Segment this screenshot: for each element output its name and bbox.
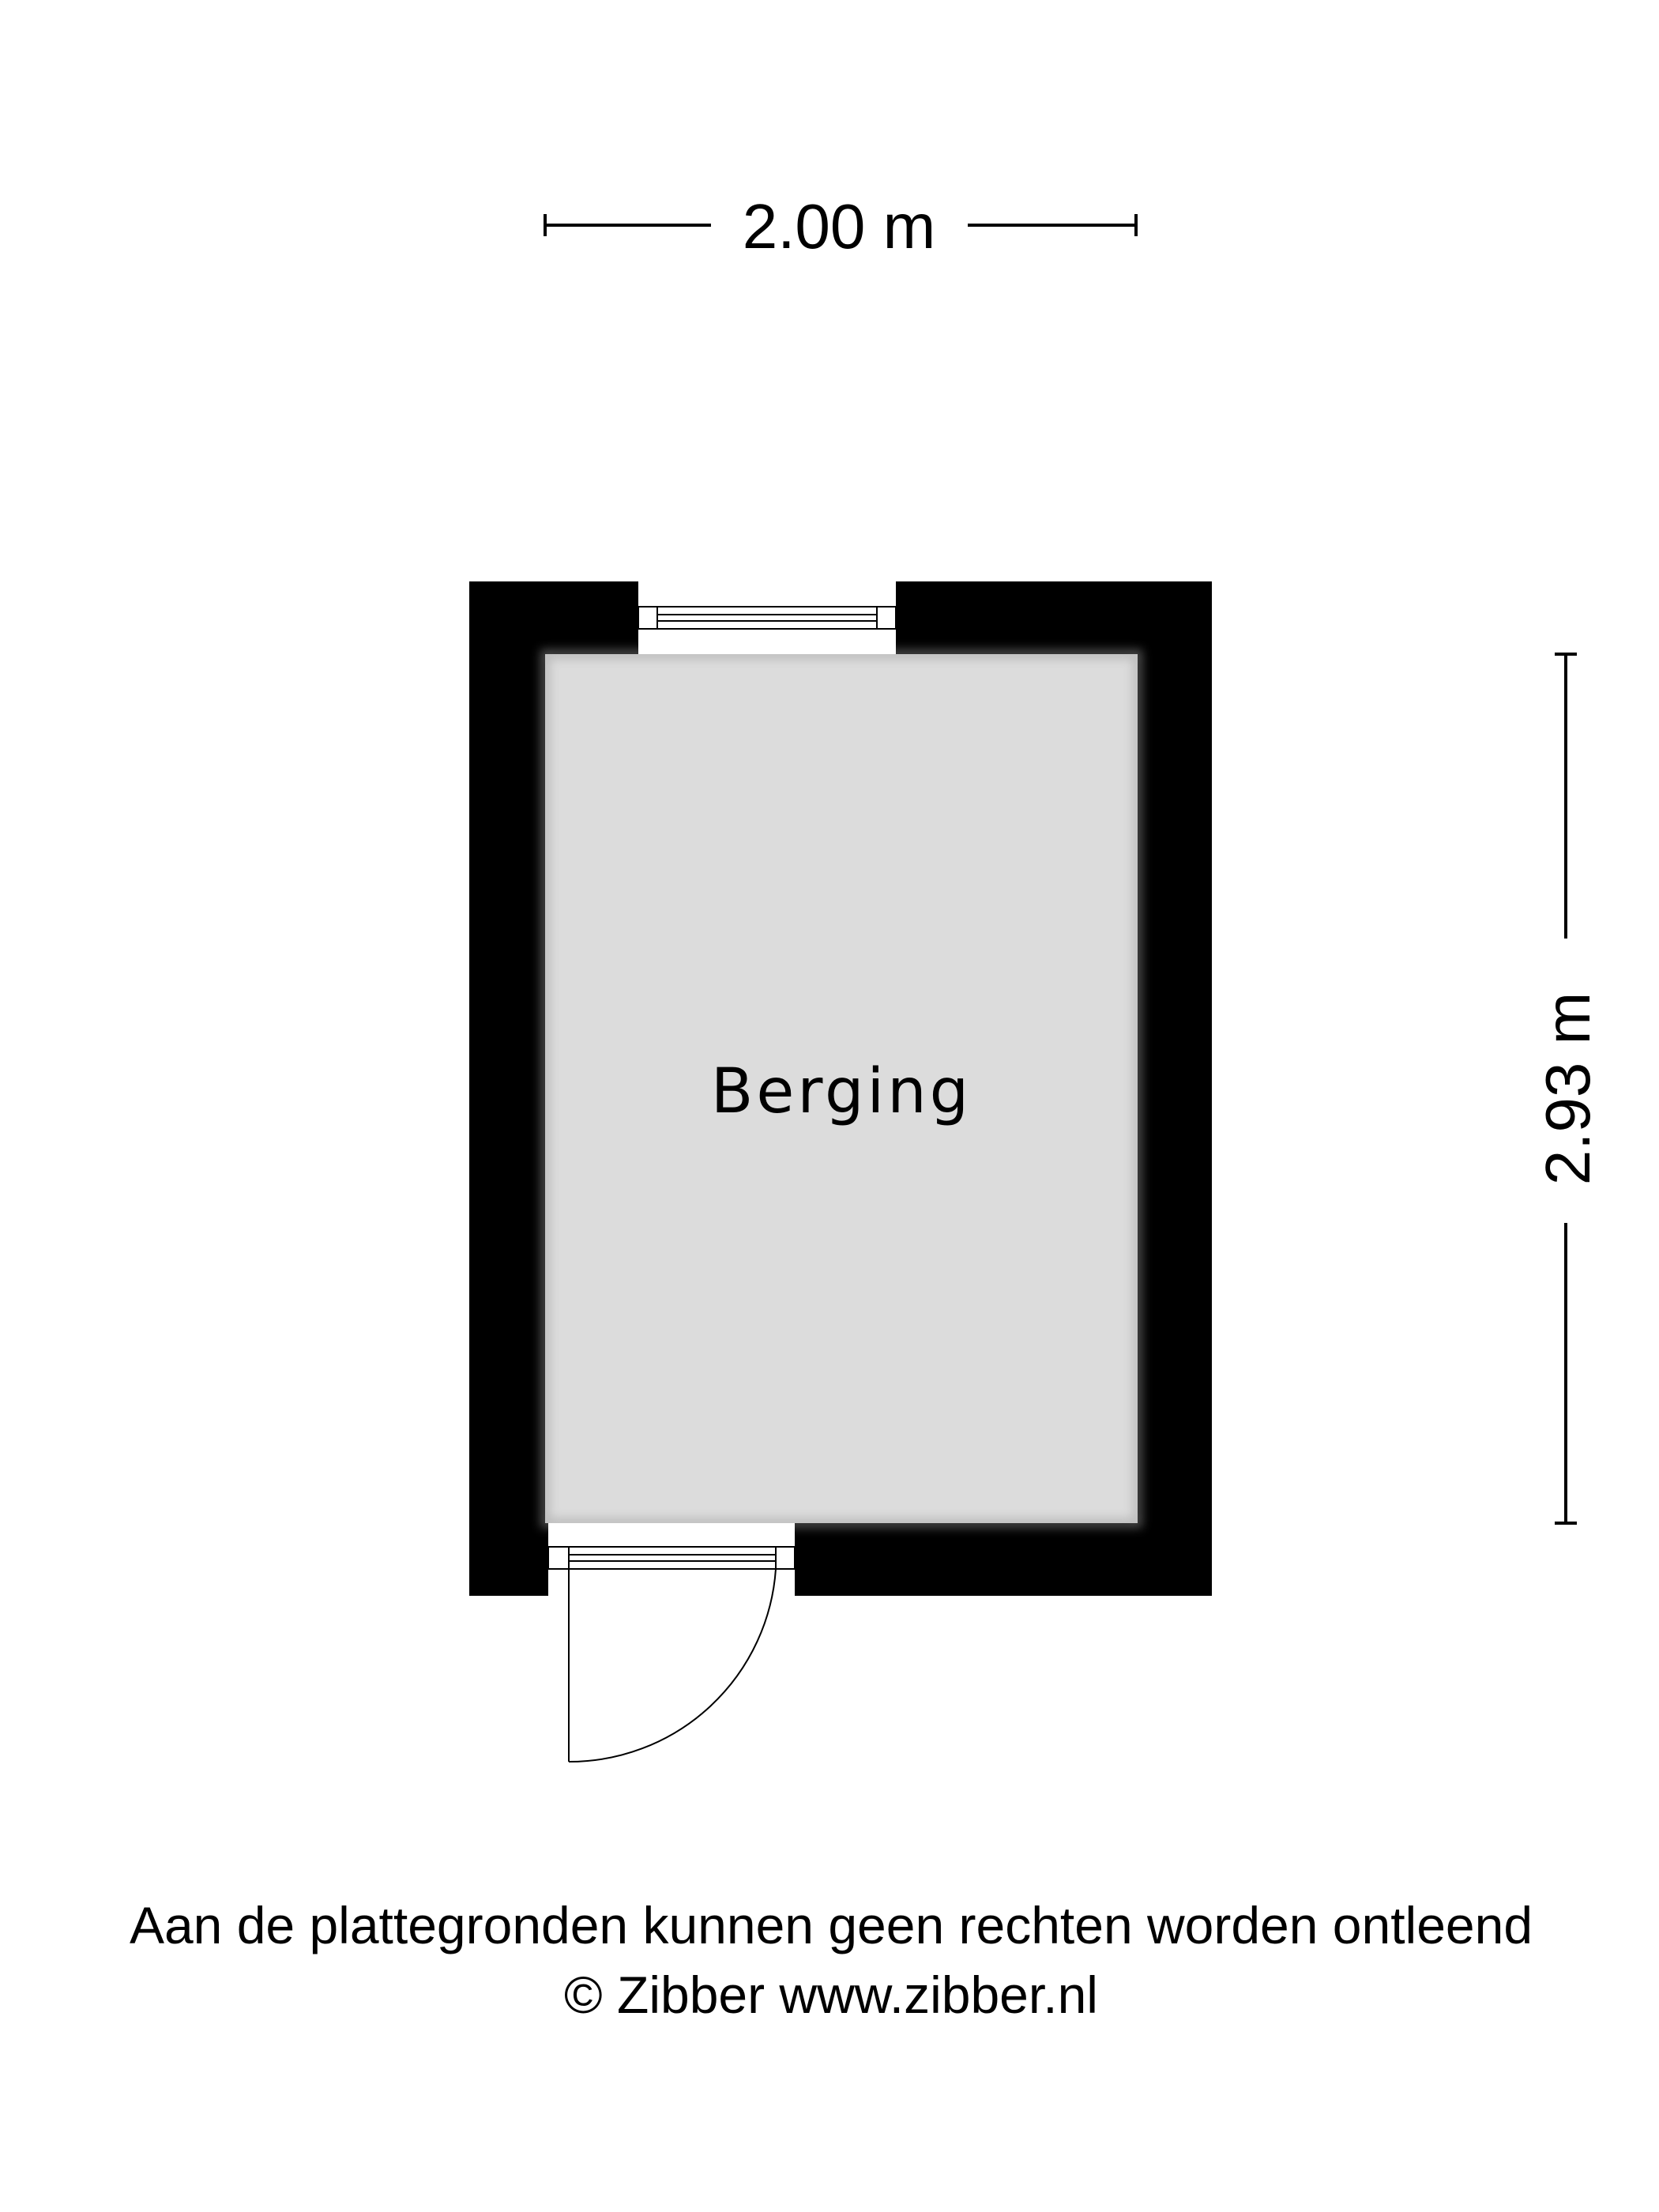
width-dimension: 2.00 m [544,191,1138,261]
width-dimension-label: 2.00 m [743,191,936,261]
door-bottom [547,1523,796,1763]
footer-copyright: © Zibber www.zibber.nl [564,1966,1098,2024]
height-dimension: 2.93 m [1533,653,1603,1525]
room-label: Berging [711,1056,972,1127]
door-swing-arc [568,1568,777,1763]
window-top [638,581,897,654]
height-dimension-label: 2.93 m [1533,992,1603,1186]
room-floor [545,654,1138,1523]
window-frame [638,606,897,630]
footer-disclaimer: Aan de plattegronden kunnen geen rechten… [130,1896,1533,1954]
door-frame [547,1546,796,1570]
